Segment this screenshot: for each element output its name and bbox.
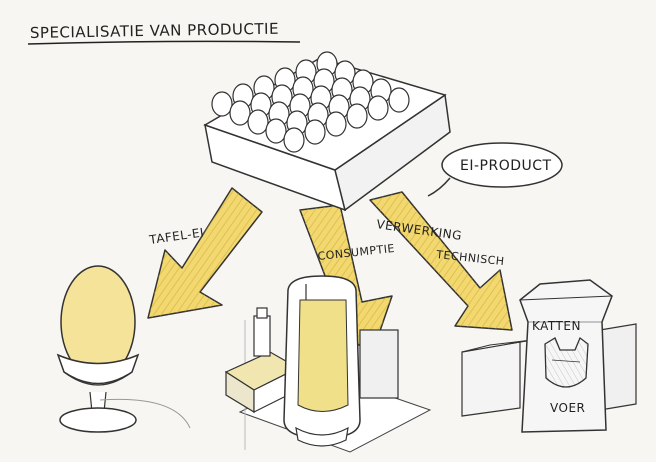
ei-product-bubble bbox=[427, 142, 563, 197]
title-underline bbox=[27, 40, 301, 45]
egg bbox=[247, 109, 269, 135]
egg bbox=[325, 111, 347, 137]
egg bbox=[304, 119, 326, 145]
arrow-tafel-ei bbox=[147, 187, 263, 319]
cat-food-bag bbox=[519, 279, 613, 433]
egg bbox=[283, 127, 305, 153]
egg-cup bbox=[56, 265, 191, 433]
bag-bottom-label: VOER bbox=[550, 401, 585, 415]
egg bbox=[388, 87, 410, 113]
mayo-bottle bbox=[283, 275, 361, 447]
egg bbox=[346, 103, 368, 129]
arrow-technisch bbox=[369, 191, 513, 331]
egg bbox=[211, 91, 233, 117]
ei-product-label: EI-PRODUCT bbox=[460, 158, 552, 174]
eggs-group bbox=[211, 51, 410, 153]
title-text: SPECIALISATIE VAN PRODUCTIE bbox=[30, 20, 279, 42]
bag-top-label: KATTEN bbox=[532, 319, 581, 333]
egg bbox=[229, 100, 251, 126]
egg bbox=[367, 95, 389, 121]
cartons bbox=[461, 323, 637, 417]
egg bbox=[265, 118, 287, 144]
